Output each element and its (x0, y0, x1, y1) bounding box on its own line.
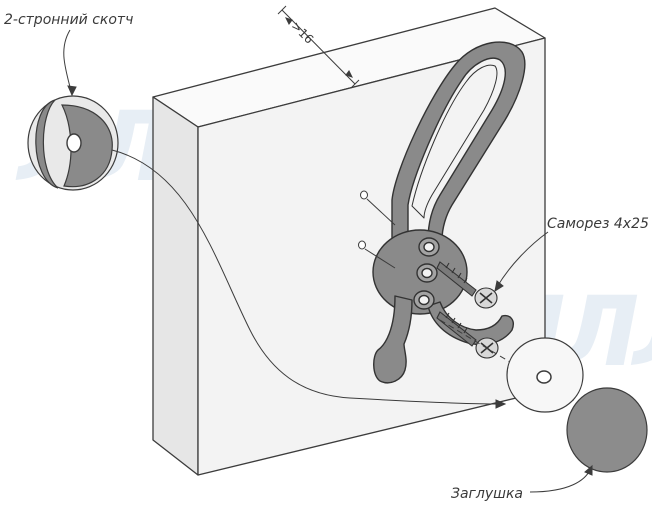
pilot-holes (358, 190, 396, 269)
screw-upper (436, 261, 498, 309)
tape-label: 2-стронний скотч (4, 12, 133, 28)
double-sided-tape (27, 95, 119, 191)
cap-label: Заглушка (451, 486, 523, 502)
coat-hook (372, 41, 526, 384)
panel-side-face (152, 96, 199, 476)
leader-lines (63, 29, 593, 493)
thickness-label: >16 (288, 19, 316, 47)
decorative-cap (566, 387, 648, 473)
thickness-dimension (277, 5, 360, 89)
screw-label: Саморез 4x25 (547, 216, 649, 232)
cover-washer (506, 337, 584, 413)
